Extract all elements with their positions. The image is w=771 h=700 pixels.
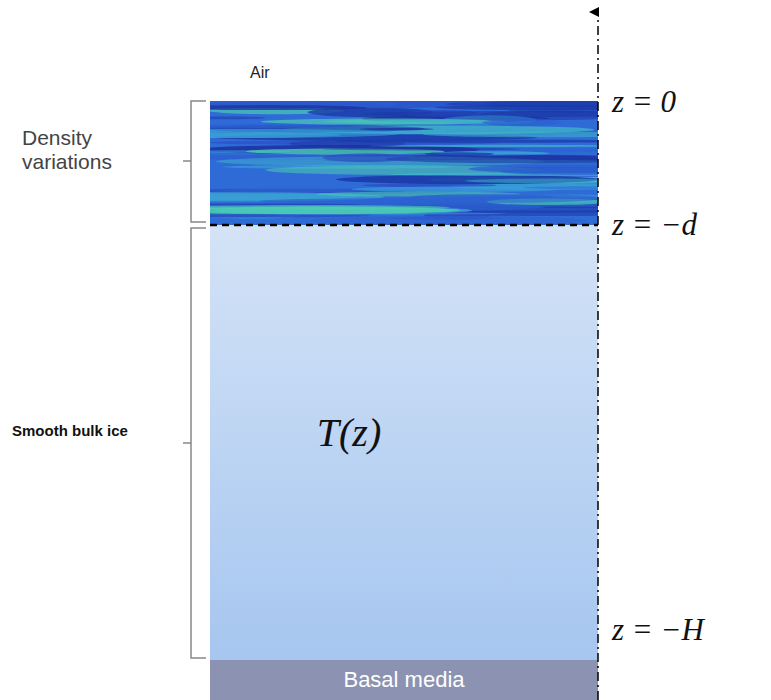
depth-label: z = −H xyxy=(612,612,762,648)
z-axis xyxy=(597,12,599,700)
depth-label: z = −d xyxy=(612,207,762,243)
bulk-ice-region: T(z) xyxy=(210,225,598,660)
region-label: Density variations xyxy=(22,126,162,174)
density-texture xyxy=(210,101,598,225)
interface-line xyxy=(210,224,598,227)
node-text: T(z) xyxy=(317,409,381,456)
bracket xyxy=(183,228,206,658)
region-label: Smooth bulk ice xyxy=(12,418,132,444)
region-label: Air xyxy=(250,64,310,82)
basal-media-layer: Basal media xyxy=(210,660,598,700)
depth-label: z = 0 xyxy=(612,84,762,120)
basal-fill xyxy=(210,660,598,700)
bracket xyxy=(183,101,206,222)
node-text: Basal media xyxy=(343,667,464,693)
bulk-ice-fill xyxy=(210,225,598,660)
